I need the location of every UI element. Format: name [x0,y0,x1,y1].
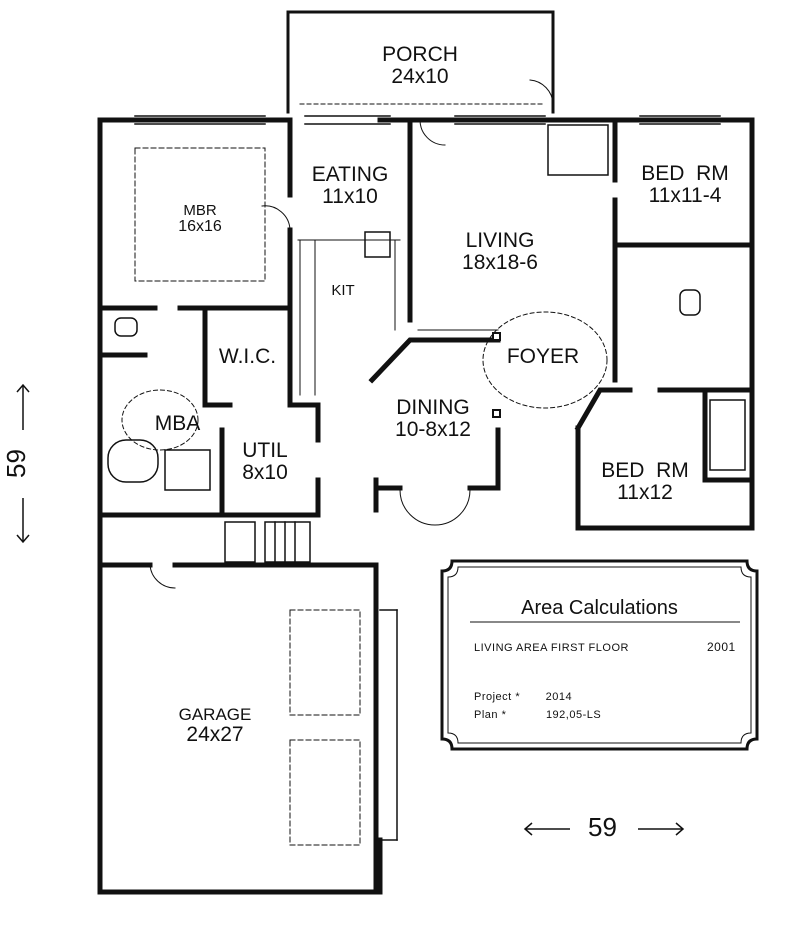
kit-label: KIT [318,283,368,299]
plan-sep: * [501,709,510,721]
bed1-name: BED RM [641,162,729,185]
left-dimension-arrows [16,383,30,544]
living-dim: 18x18-6 [462,251,538,275]
mbr-name: MBR [183,202,217,219]
garage-name: GARAGE [178,705,252,724]
living-label: LIVING 18x18-6 [440,229,560,275]
plan-value: 192,05-LS [545,709,602,721]
dining-dim: 10-8x12 [395,418,471,442]
mba-name: MBA [154,412,201,435]
garage-dim: 24x27 [186,722,244,746]
kit-name: KIT [331,282,355,299]
bed2-label: BED RM 11x12 [585,459,705,505]
area-box-frame [440,559,759,751]
eating-label: EATING 11x10 [295,163,405,209]
bed1-dim: 11x11-4 [648,184,722,208]
left-dimension-value: 59 [0,449,31,478]
garage-frame [379,609,398,841]
garage-door [134,147,361,846]
foyer-name: FOYER [506,345,580,368]
foyer-label: FOYER [498,345,588,368]
area-box-title: Area Calculations [521,597,678,619]
stairs [224,521,311,563]
bottom-dimension: 59 [520,812,690,846]
mbr-label: MBR 16x16 [150,203,250,236]
project-value: 2014 [545,691,573,703]
bath-fixtures [107,124,746,491]
plan-row: Plan * 192,05-LS [474,709,601,721]
garage-label: GARAGE 24x27 [160,706,270,746]
eating-name: EATING [311,163,389,186]
porch-name: PORCH [382,43,458,66]
porch-dim: 24x10 [391,65,449,89]
interior-walls [97,117,755,568]
columns [492,332,501,418]
kitchen-counters [297,239,499,396]
mba-label: MBA [140,412,215,435]
bed2-dim: 11x12 [617,481,673,505]
left-dimension: 59 [1,380,38,550]
porch-label: PORCH 24x10 [365,43,475,89]
bed1-label: BED RM 11x11-4 [625,162,745,208]
util-dim: 8x10 [242,461,288,485]
eating-dim: 11x10 [322,185,378,209]
top-windows [134,115,721,125]
plan-label: Plan [474,709,499,721]
bottom-dimension-arrows [523,822,685,836]
bed2-name: BED RM [601,459,689,482]
wic-label: W.I.C. [210,345,285,368]
living-name: LIVING [465,229,535,252]
living-area-value: 2001 [707,640,736,654]
util-name: UTIL [242,439,288,462]
door-swings [121,79,608,589]
dining-label: DINING 10-8x12 [378,396,488,442]
exterior-walls [97,117,755,895]
bottom-dimension-value: 59 [588,812,617,842]
living-area-label: LIVING AREA FIRST FLOOR [474,642,629,654]
porch-outline [286,10,555,114]
mbr-dim: 16x16 [178,217,222,235]
util-label: UTIL 8x10 [225,439,305,485]
area-calculations-box: Area Calculations LIVING AREA FIRST FLOO… [442,561,757,749]
dining-name: DINING [396,396,470,419]
project-label: Project [474,691,512,703]
project-row: Project * 2014 [474,691,572,703]
project-sep: * [515,691,524,703]
wic-name: W.I.C. [218,345,277,368]
